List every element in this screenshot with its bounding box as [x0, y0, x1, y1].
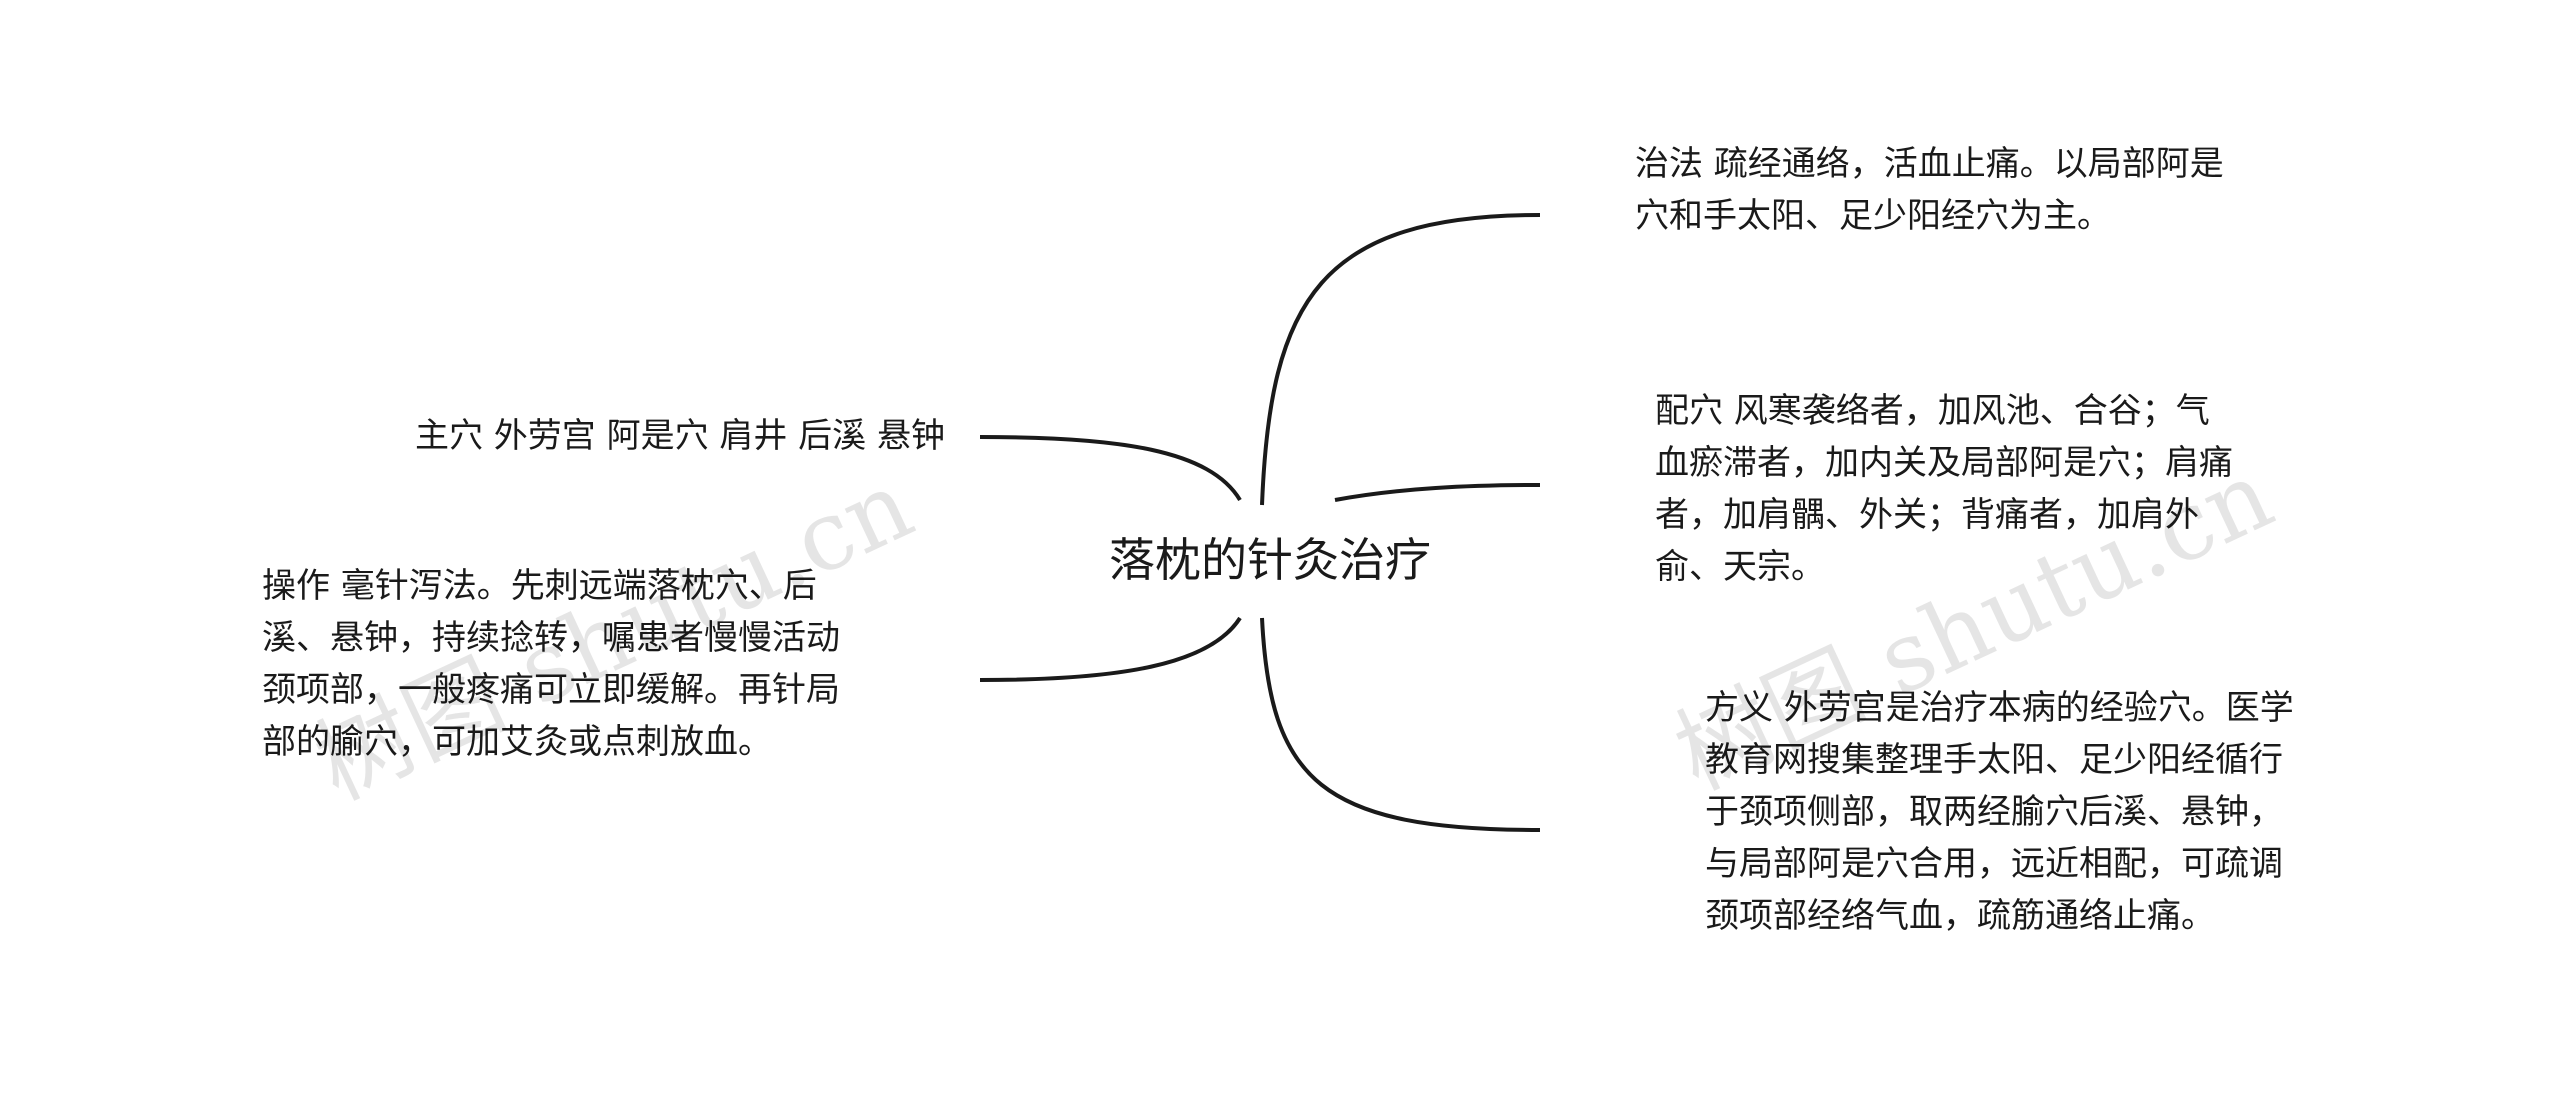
connector-treatment — [1260, 213, 1541, 506]
node-rationale[interactable]: 方义 外劳宫是治疗本病的经验穴。医学教育网搜集整理手太阳、足少阳经循行于颈项侧部… — [1705, 688, 2294, 936]
node-treatment[interactable]: 治法 疏经通络，活血止痛。以局部阿是穴和手太阳、足少阳经穴为主。 — [1635, 144, 2224, 236]
node-operation[interactable]: 操作 毫针泻法。先刺远端落枕穴、后溪、悬钟，持续捻转，嘱患者慢慢活动颈项部，一般… — [262, 566, 840, 762]
connector-combination — [1334, 483, 1541, 502]
connector-main-points — [979, 435, 1242, 502]
connector-operation — [979, 616, 1242, 682]
node-main-points[interactable]: 主穴 外劳宫 阿是穴 肩井 后溪 悬钟 — [414, 416, 945, 456]
connector-rationale — [1260, 617, 1541, 832]
node-combination[interactable]: 配穴 风寒袭络者，加风池、合谷；气血瘀滞者，加内关及局部阿是穴；肩痛者，加肩髃、… — [1655, 391, 2233, 587]
root-topic[interactable]: 落枕的针灸治疗 — [1109, 533, 1431, 587]
